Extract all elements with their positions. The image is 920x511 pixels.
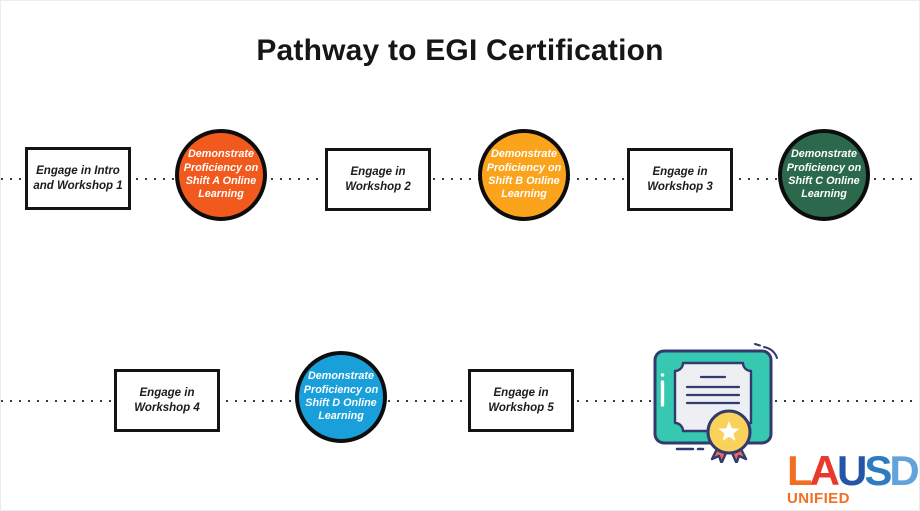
- step-box-label: Engage in Workshop 2: [345, 165, 411, 193]
- step-circle-shift-a: Demonstrate Proficiency on Shift A Onlin…: [175, 129, 267, 221]
- step-box-workshop-2: Engage in Workshop 2: [325, 148, 431, 211]
- step-circle-shift-d: Demonstrate Proficiency on Shift D Onlin…: [295, 351, 387, 443]
- step-circle-label: Demonstrate Proficiency on Shift A Onlin…: [183, 148, 259, 201]
- step-box-label: Engage in Intro and Workshop 1: [33, 164, 123, 192]
- certificate-icon: [653, 343, 778, 463]
- step-circle-shift-b: Demonstrate Proficiency on Shift B Onlin…: [478, 129, 570, 221]
- logo-letter-u: U: [837, 447, 867, 494]
- logo-letter-a: A: [809, 447, 840, 494]
- lausd-logo: LAUSD UNIFIED: [787, 450, 919, 507]
- certificate-deco-arc: [763, 346, 778, 359]
- step-box-label: Engage in Workshop 4: [134, 386, 200, 414]
- step-circle-label: Demonstrate Proficiency on Shift B Onlin…: [486, 148, 562, 201]
- step-box-workshop-4: Engage in Workshop 4: [114, 369, 220, 432]
- logo-letter-l: L: [787, 447, 813, 494]
- step-circle-label: Demonstrate Proficiency on Shift C Onlin…: [786, 148, 862, 201]
- step-box-workshop-5: Engage in Workshop 5: [468, 369, 574, 432]
- step-box-label: Engage in Workshop 5: [488, 386, 554, 414]
- logo-letter-s: S: [864, 447, 892, 494]
- page-title: Pathway to EGI Certification: [256, 34, 664, 67]
- step-box-intro-workshop-1: Engage in Intro and Workshop 1: [25, 147, 131, 210]
- star-icon: [718, 421, 740, 441]
- step-circle-label: Demonstrate Proficiency on Shift D Onlin…: [303, 370, 379, 423]
- lausd-logo-word: LAUSD: [787, 450, 919, 492]
- certificate-highlight-dot: [660, 373, 665, 377]
- lausd-logo-subtext: UNIFIED: [787, 489, 850, 507]
- step-circle-shift-c: Demonstrate Proficiency on Shift C Onlin…: [778, 129, 870, 221]
- logo-letter-d: D: [889, 447, 919, 494]
- step-box-workshop-3: Engage in Workshop 3: [627, 148, 733, 211]
- dotted-connector-row1: [1, 178, 919, 180]
- certificate-deco-dash-top: [754, 343, 761, 347]
- dotted-connector-row2: [1, 400, 919, 402]
- step-box-label: Engage in Workshop 3: [647, 165, 713, 193]
